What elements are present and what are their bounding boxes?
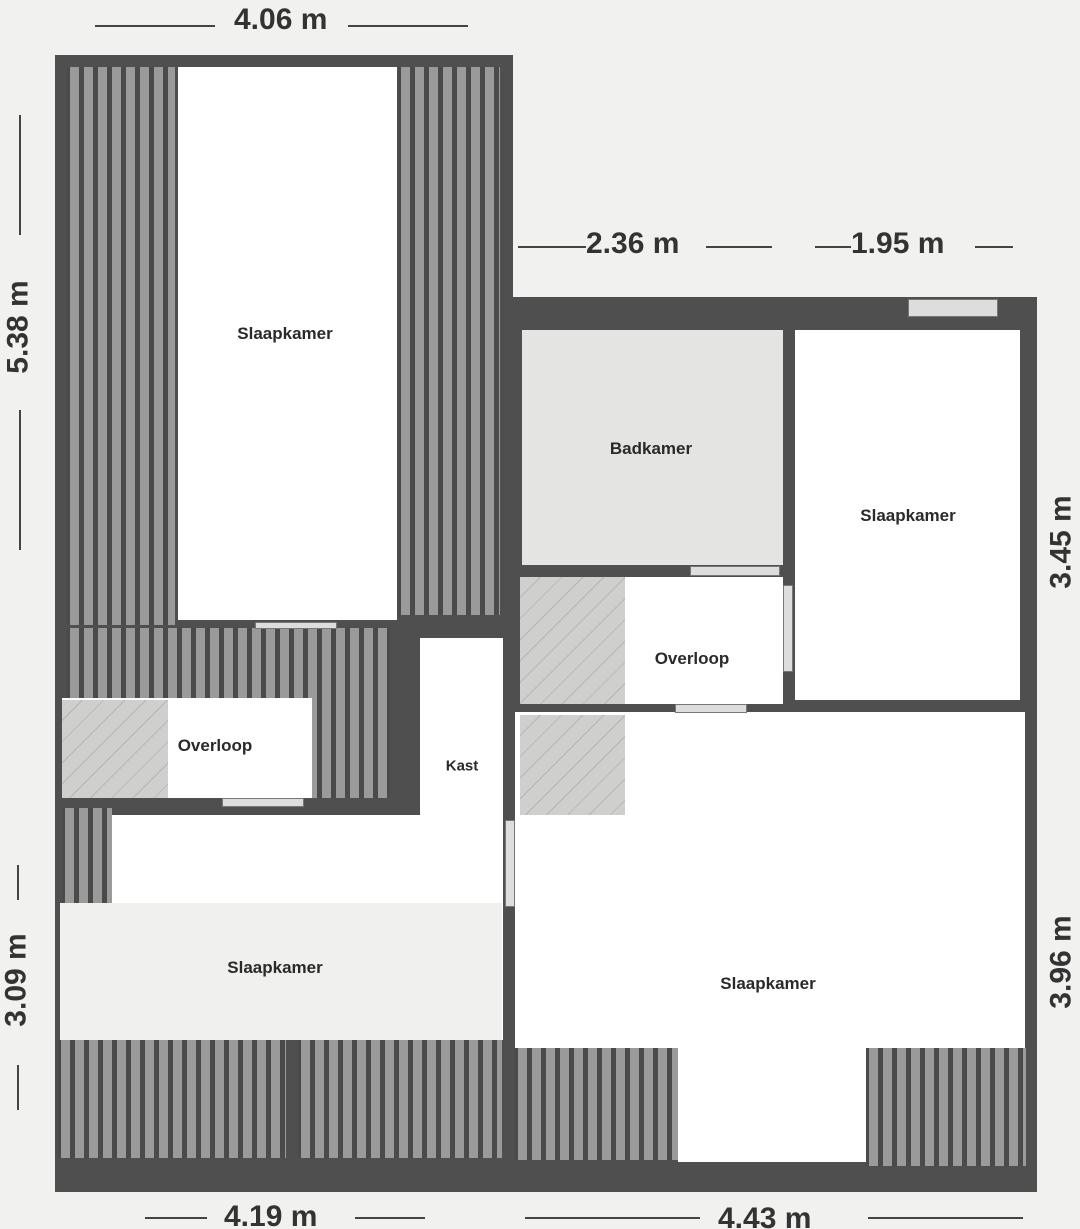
dimension-line [355, 1217, 425, 1219]
staircase [62, 700, 168, 798]
room-label: Badkamer [609, 439, 693, 458]
room-label: Overloop [177, 736, 253, 755]
dimension-label: 3.09 m [0, 933, 33, 1027]
dimension-line [17, 1065, 19, 1110]
dimension-label: 4.06 m [234, 3, 328, 36]
dimension-line [348, 25, 468, 27]
door [255, 622, 337, 629]
door [675, 704, 747, 713]
room-label: Overloop [654, 649, 730, 668]
room-slaapkamer-bottom-right-extension [678, 1040, 866, 1162]
room-slaapkamer-bottom-left-floor [60, 903, 502, 1040]
door [505, 820, 515, 907]
roof-tiles [67, 67, 175, 625]
dimension-line [17, 865, 19, 900]
dimension-line [975, 246, 1013, 248]
dimension-line [525, 1217, 700, 1219]
dimension-line [95, 25, 215, 27]
door [222, 798, 304, 807]
door [690, 566, 780, 576]
room-label: Kast [445, 757, 479, 775]
dimension-line [19, 410, 21, 550]
dimension-line [815, 246, 851, 248]
dimension-label: 5.38 m [1, 280, 35, 374]
room-badkamer [522, 330, 783, 565]
dimension-line [19, 115, 21, 235]
dimension-label: 3.96 m [1044, 915, 1078, 1009]
dimension-label: 1.95 m [851, 227, 945, 260]
dimension-label: 2.36 m [586, 227, 680, 260]
roof-tiles [58, 1040, 286, 1158]
roof-tiles [398, 67, 500, 615]
dimension-label: 4.43 m [718, 1202, 812, 1229]
dimension-label: 4.19 m [224, 1200, 318, 1229]
dimension-line [145, 1217, 207, 1219]
room-label: Slaapkamer [227, 958, 323, 977]
dimension-line [706, 246, 772, 248]
room-slaapkamer-top-left [178, 67, 397, 620]
room-label: Slaapkamer [860, 506, 956, 525]
room-label: Slaapkamer [720, 974, 816, 993]
dimension-label: 3.45 m [1044, 495, 1078, 589]
room-label: Slaapkamer [237, 324, 333, 343]
roof-tiles [298, 1040, 502, 1158]
window [908, 299, 998, 317]
staircase [520, 715, 625, 815]
room-slaapkamer-right [795, 330, 1020, 700]
roof-tiles [866, 1048, 1026, 1166]
roof-tiles [515, 1040, 678, 1160]
roof-tiles [62, 808, 112, 903]
door [783, 585, 793, 672]
dimension-line [518, 246, 586, 248]
room-kast [420, 638, 503, 818]
dimension-line [868, 1217, 1023, 1219]
staircase [520, 577, 625, 704]
